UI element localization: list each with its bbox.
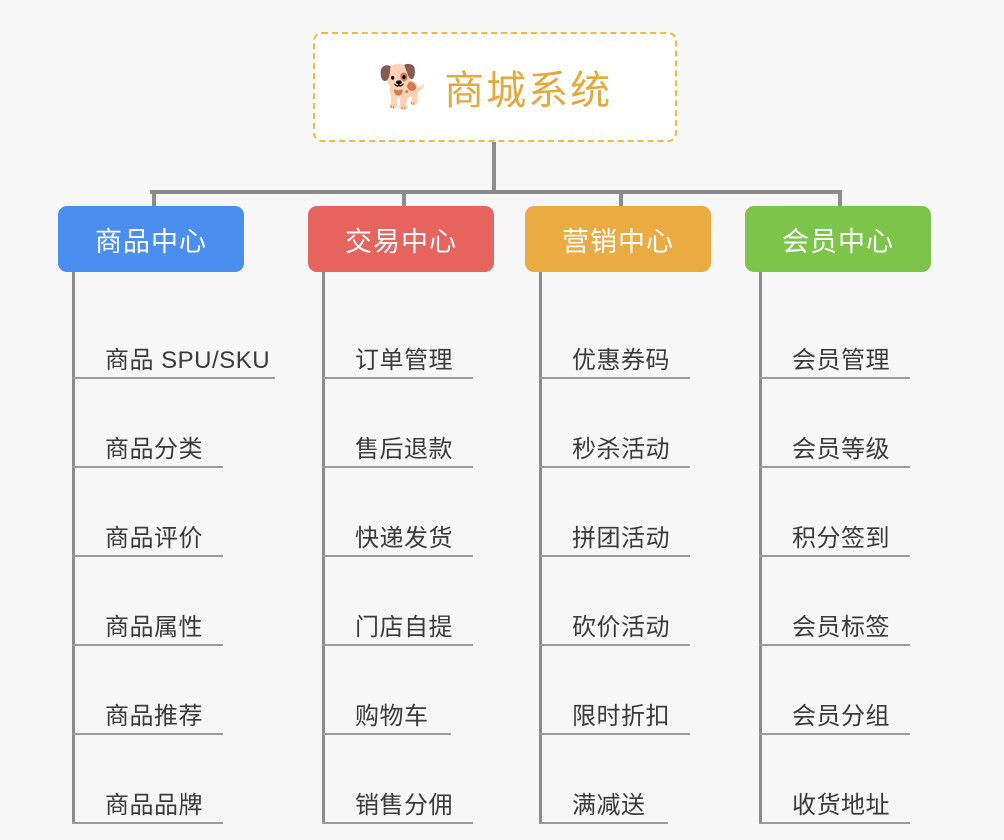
list-item[interactable]: 满减送 (539, 735, 725, 824)
list-item-underline (759, 555, 910, 557)
list-item[interactable]: 商品推荐 (72, 646, 258, 735)
list-item[interactable]: 订单管理 (322, 290, 508, 379)
list-item-label: 优惠券码 (572, 347, 670, 374)
connector-drop-3 (619, 190, 623, 206)
list-item[interactable]: 售后退款 (322, 379, 508, 468)
list-item-underline (759, 644, 910, 646)
list-item[interactable]: 商品品牌 (72, 735, 258, 824)
list-item-underline (72, 466, 223, 468)
list-item-underline (72, 377, 275, 379)
list-item-underline (322, 466, 473, 468)
category-column-2: 交易中心订单管理售后退款快递发货门店自提购物车销售分佣 (308, 206, 508, 824)
list-item-label: 商品属性 (105, 614, 203, 641)
category-header-2[interactable]: 交易中心 (308, 206, 494, 272)
list-item-underline (322, 555, 473, 557)
connector-drop-4 (838, 190, 842, 206)
category-header-4[interactable]: 会员中心 (745, 206, 931, 272)
list-item-underline (72, 555, 223, 557)
list-item[interactable]: 优惠券码 (539, 290, 725, 379)
list-item-underline (759, 733, 910, 735)
list-item-label: 会员管理 (792, 347, 890, 374)
list-item[interactable]: 商品评价 (72, 468, 258, 557)
list-item-underline (539, 822, 668, 824)
list-item-underline (322, 822, 473, 824)
list-item-label: 会员分组 (792, 703, 890, 730)
list-item-label: 限时折扣 (572, 703, 670, 730)
list-item[interactable]: 门店自提 (322, 557, 508, 646)
list-item-underline (539, 555, 690, 557)
list-item-underline (759, 377, 910, 379)
list-item-label: 商品 SPU/SKU (105, 347, 271, 374)
list-item-label: 商品品牌 (105, 792, 203, 819)
list-item-label: 积分签到 (792, 525, 890, 552)
connector-trunk (492, 142, 496, 192)
list-item-label: 订单管理 (355, 347, 453, 374)
root-node[interactable]: 🐕 商城系统 (313, 32, 677, 142)
category-item-list-3: 优惠券码秒杀活动拼团活动砍价活动限时折扣满减送 (539, 272, 725, 824)
list-item[interactable]: 商品分类 (72, 379, 258, 468)
list-item-underline (72, 733, 223, 735)
category-item-list-2: 订单管理售后退款快递发货门店自提购物车销售分佣 (322, 272, 508, 824)
list-item-underline (322, 644, 473, 646)
list-item-label: 会员标签 (792, 614, 890, 641)
list-item-underline (759, 466, 910, 468)
list-item-label: 收货地址 (792, 792, 890, 819)
category-item-list-1: 商品 SPU/SKU 商品分类商品评价商品属性商品推荐商品品牌 (72, 272, 275, 824)
list-item-underline (759, 822, 910, 824)
list-item-underline (539, 377, 690, 379)
list-item[interactable]: 收货地址 (759, 735, 945, 824)
list-item-label: 拼团活动 (572, 525, 670, 552)
list-item-underline (72, 644, 223, 646)
list-item-label: 门店自提 (355, 614, 453, 641)
list-item-label: 秒杀活动 (572, 436, 670, 463)
category-column-3: 营销中心优惠券码秒杀活动拼团活动砍价活动限时折扣满减送 (525, 206, 725, 824)
list-item-underline (539, 466, 690, 468)
list-item-label: 商品评价 (105, 525, 203, 552)
list-item[interactable]: 销售分佣 (322, 735, 508, 824)
list-item-label: 商品分类 (105, 436, 203, 463)
category-item-list-4: 会员管理会员等级积分签到会员标签会员分组收货地址 (759, 272, 945, 824)
list-item-underline (322, 377, 473, 379)
category-column-1: 商品中心商品 SPU/SKU 商品分类商品评价商品属性商品推荐商品品牌 (58, 206, 275, 824)
category-header-1[interactable]: 商品中心 (58, 206, 244, 272)
list-item[interactable]: 限时折扣 (539, 646, 725, 735)
category-column-4: 会员中心会员管理会员等级积分签到会员标签会员分组收货地址 (745, 206, 945, 824)
shiba-dog-face-icon: 🐕 (377, 63, 431, 110)
list-item-label: 销售分佣 (355, 792, 453, 819)
connector-drop-2 (402, 190, 406, 206)
list-item[interactable]: 会员等级 (759, 379, 945, 468)
list-item-underline (539, 733, 690, 735)
list-item[interactable]: 商品属性 (72, 557, 258, 646)
list-item[interactable]: 砍价活动 (539, 557, 725, 646)
connector-horizontal-bus (150, 190, 840, 194)
list-item[interactable]: 拼团活动 (539, 468, 725, 557)
list-item[interactable]: 购物车 (322, 646, 508, 735)
list-item-underline (539, 644, 690, 646)
list-item[interactable]: 会员分组 (759, 646, 945, 735)
list-item-label: 快递发货 (355, 525, 453, 552)
list-item[interactable]: 快递发货 (322, 468, 508, 557)
list-item-label: 会员等级 (792, 436, 890, 463)
list-item-label: 满减送 (572, 792, 646, 819)
category-header-3[interactable]: 营销中心 (525, 206, 711, 272)
list-item[interactable]: 秒杀活动 (539, 379, 725, 468)
list-item-label: 售后退款 (355, 436, 453, 463)
list-item-underline (72, 822, 223, 824)
list-item[interactable]: 会员标签 (759, 557, 945, 646)
list-item-label: 砍价活动 (572, 614, 670, 641)
list-item[interactable]: 积分签到 (759, 468, 945, 557)
list-item[interactable]: 商品 SPU/SKU (72, 290, 275, 379)
list-item-label: 商品推荐 (105, 703, 203, 730)
list-item[interactable]: 会员管理 (759, 290, 945, 379)
list-item-underline (322, 733, 451, 735)
root-title: 商城系统 (444, 69, 613, 113)
list-item-label: 购物车 (355, 703, 429, 730)
connector-drop-1 (152, 190, 156, 206)
